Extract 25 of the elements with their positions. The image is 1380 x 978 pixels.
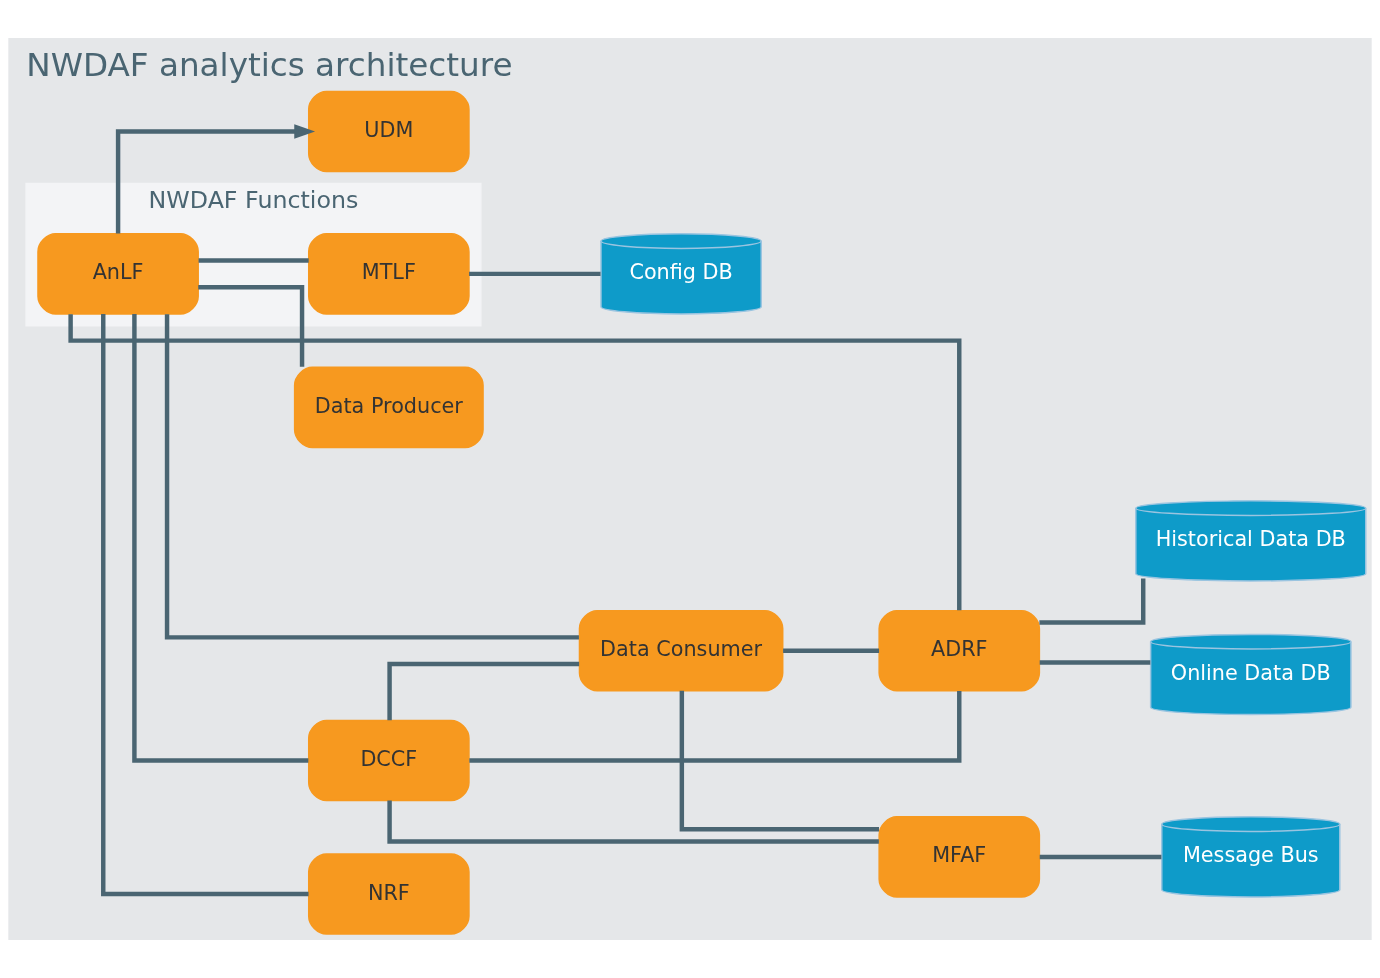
node-box: NRF xyxy=(308,853,470,935)
connector xyxy=(679,690,879,832)
connector xyxy=(132,314,309,763)
node-box: UDM xyxy=(308,90,470,173)
connector xyxy=(469,690,962,763)
connector xyxy=(1039,854,1162,860)
diagram-title: NWDAF analytics architecture xyxy=(26,45,513,84)
arrow xyxy=(115,124,316,234)
connector xyxy=(164,314,579,640)
node-box: Data Consumer xyxy=(578,609,784,692)
connector xyxy=(1039,660,1151,665)
connector xyxy=(198,285,305,367)
connector xyxy=(1039,578,1146,625)
node-box: AnLF xyxy=(37,233,199,315)
node-box: DCCF xyxy=(308,719,470,802)
connector xyxy=(387,800,879,844)
node-box: MTLF xyxy=(308,233,470,315)
connector xyxy=(387,661,580,721)
connector xyxy=(469,271,601,277)
connector xyxy=(783,648,880,653)
node-box: MFAF xyxy=(878,816,1041,898)
node-box: ADRF xyxy=(878,609,1041,692)
connector xyxy=(198,258,309,263)
connector xyxy=(101,314,309,897)
node-box: Data Producer xyxy=(293,366,484,449)
